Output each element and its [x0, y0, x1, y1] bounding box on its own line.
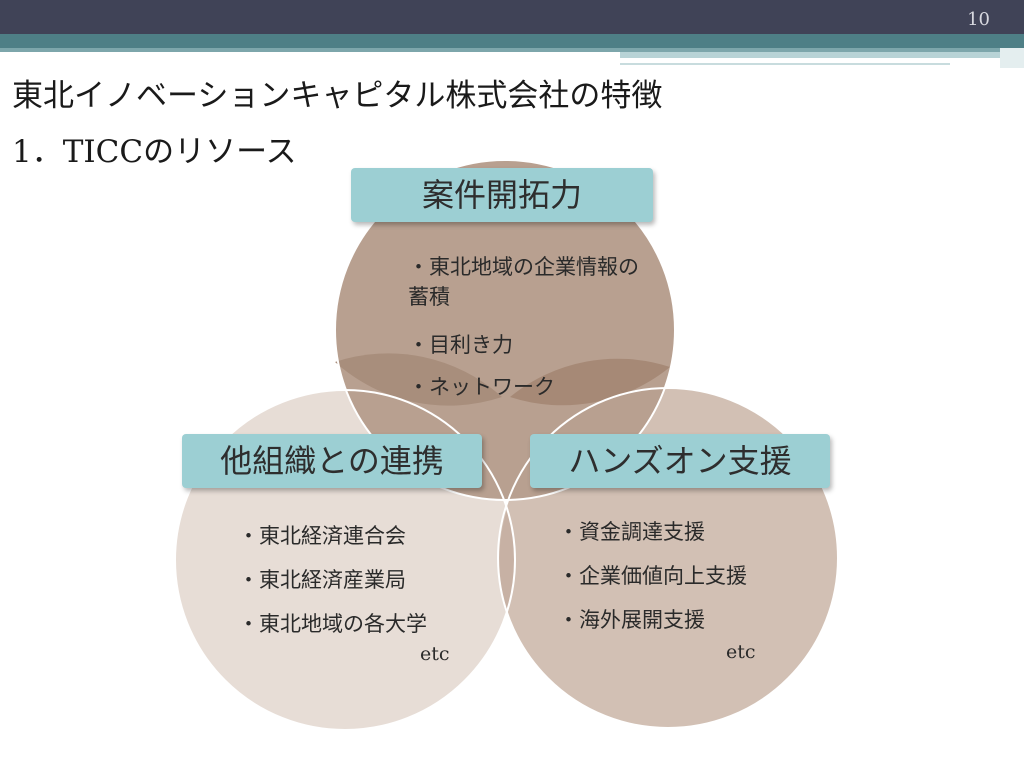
header-accent-stripe: [0, 48, 1000, 52]
list-item: ・海外展開支援: [558, 608, 705, 632]
header-accent-band: [0, 34, 1024, 48]
list-left: ・東北経済連合会 ・東北経済産業局 ・東北地域の各大学: [238, 514, 427, 646]
header-thin-line: [620, 63, 950, 65]
circle-left-outline: [174, 389, 516, 731]
page-number: 10: [967, 9, 990, 30]
label-left: 他組織との連携: [182, 434, 482, 488]
overlap-top-right: [510, 358, 670, 406]
etc-left: etc: [420, 643, 450, 665]
etc-right: etc: [726, 641, 756, 663]
circle-top: [335, 160, 675, 500]
list-item: ・資金調達支援: [558, 520, 705, 544]
list-top: ・東北地域の企業情報の蓄積 ・目利き力 ・ネットワーク: [408, 252, 648, 408]
label-right: ハンズオン支援: [530, 434, 830, 488]
label-top: 案件開拓力: [351, 168, 653, 222]
overlap-top-left: [335, 353, 502, 406]
list-right: ・資金調達支援 ・企業価値向上支援 ・海外展開支援: [558, 510, 747, 642]
overlap-left-right: [499, 510, 515, 611]
list-item: ・企業価値向上支援: [558, 564, 747, 588]
list-item: ・東北経済産業局: [238, 568, 406, 592]
circle-right-outline: [497, 387, 839, 729]
list-item: ・目利き力: [408, 333, 513, 357]
header-light-stripe: [620, 52, 1000, 58]
list-item: ・東北地域の企業情報の蓄積: [408, 255, 639, 309]
slide-title: 東北イノベーションキャピタル株式会社の特徴: [12, 78, 663, 114]
list-item: ・ネットワーク: [408, 375, 555, 399]
top-header-bar: [0, 0, 1024, 34]
list-item: ・東北経済連合会: [238, 524, 406, 548]
header-corner-block: [1000, 48, 1024, 68]
list-item: ・東北地域の各大学: [238, 612, 427, 636]
slide-subtitle: 1．TICCのリソース: [12, 134, 297, 170]
